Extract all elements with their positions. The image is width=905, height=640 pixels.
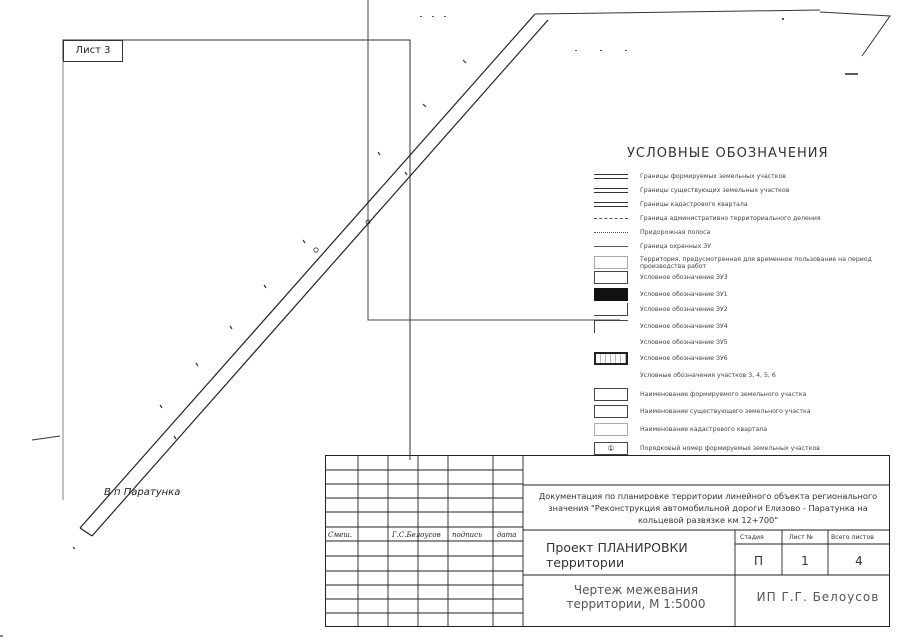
document-description: Документация по планировке территории ли… xyxy=(538,491,878,525)
drawing-title: Чертеж межевания территории, М 1:5000 xyxy=(566,583,706,611)
left-boundary xyxy=(31,435,61,441)
legend-symbol xyxy=(594,218,628,219)
legend-item: Границы кадастрового квартала xyxy=(594,198,894,212)
legend-item: Наименование кадастрового квартала xyxy=(594,423,894,437)
top-dots xyxy=(420,16,784,51)
author: ИП Г.Г. Белоусов xyxy=(756,590,880,604)
legend-symbol xyxy=(594,202,628,207)
legend-symbol xyxy=(594,288,628,301)
legend-label: Условное обозначение ЗУ1 xyxy=(640,291,728,298)
road-edge-1 xyxy=(79,13,536,529)
legend-title: УСЛОВНЫЕ ОБОЗНАЧЕНИЯ xyxy=(627,146,829,161)
legend-item: Границы существующих земельных участков xyxy=(594,184,894,198)
legend-symbol xyxy=(594,352,628,365)
road-upper-edge xyxy=(534,9,821,15)
legend-item: Условное обозначение ЗУ4 xyxy=(594,320,894,334)
project-title: Проект ПЛАНИРОВКИ территории xyxy=(546,540,688,570)
legend-symbol xyxy=(594,388,628,401)
legend-item: Условное обозначение ЗУ1 xyxy=(594,288,894,302)
quarter-boundary xyxy=(367,0,620,321)
legend-item: Условное обозначение ЗУ3 xyxy=(594,271,894,285)
legend-item: Территория, предусмотренная для временно… xyxy=(594,256,894,270)
legend-item: Условное обозначение ЗУ2 xyxy=(594,303,894,317)
signature-row-name: Г.С.Белоусов xyxy=(392,531,441,539)
legend-item: Граница охранных ЗУ xyxy=(594,240,894,254)
sheet-label: Лист 3 xyxy=(63,40,123,62)
legend-item: Граница административно территориального… xyxy=(594,212,894,226)
legend-label: Территория, предусмотренная для временно… xyxy=(640,256,872,270)
road-edge-2 xyxy=(91,19,549,537)
legend-symbol xyxy=(594,405,628,418)
sheet-number-header: Лист № xyxy=(789,534,814,541)
legend-label: Границы формируемых земельных участков xyxy=(640,173,786,180)
roadside-ticks xyxy=(0,59,467,637)
legend-label: Условные обозначения участков 3, 4, 5, 6 xyxy=(640,372,776,379)
legend-label: Границы кадастрового квартала xyxy=(640,201,748,208)
legend-symbol xyxy=(594,303,628,316)
legend-symbol xyxy=(594,271,628,284)
upper-corner-shape xyxy=(819,11,891,57)
legend-label: Условное обозначение ЗУ2 xyxy=(640,306,728,313)
legend-label: Условное обозначение ЗУ6 xyxy=(640,355,728,362)
stage-header: Стадия xyxy=(740,534,764,541)
legend-label: Граница охранных ЗУ xyxy=(640,243,712,250)
legend-label: Наименование существующего земельного уч… xyxy=(640,408,811,415)
legend-symbol xyxy=(594,188,628,193)
road-end xyxy=(79,527,93,537)
stage-value: П xyxy=(753,554,764,568)
legend-item: Границы формируемых земельных участков xyxy=(594,170,894,184)
legend-label: Границы существующих земельных участков xyxy=(640,187,790,194)
sheets-total-value: 4 xyxy=(855,554,863,568)
legend-item: Наименование формируемого земельного уча… xyxy=(594,388,894,402)
legend-item: Условное обозначение ЗУ5 xyxy=(594,336,894,350)
legend-symbol xyxy=(594,423,628,436)
settlement-label: В п Паратунка xyxy=(104,487,181,498)
legend-label: Условное обозначение ЗУ5 xyxy=(640,339,728,346)
legend-item: ① Порядковый номер формируемых земельных … xyxy=(594,442,894,456)
legend-label: Наименование кадастрового квартала xyxy=(640,426,768,433)
legend-label: Условное обозначение ЗУ3 xyxy=(640,274,728,281)
legend-label: Граница административно территориального… xyxy=(640,215,821,222)
legend-item: Условное обозначение ЗУ6 xyxy=(594,352,894,366)
legend-symbol xyxy=(594,320,628,333)
legend-item: Условные обозначения участков 3, 4, 5, 6 xyxy=(594,369,894,383)
legend-label: Условное обозначение ЗУ4 xyxy=(640,323,728,330)
legend-symbol xyxy=(594,256,628,269)
legend-label: Придорожная полоса xyxy=(640,229,711,236)
legend-item: Наименование существующего земельного уч… xyxy=(594,405,894,419)
signature-row-date: дата xyxy=(497,531,517,539)
sheet-number-value: 1 xyxy=(801,554,809,568)
legend-label: Наименование формируемого земельного уча… xyxy=(640,391,807,398)
legend-symbol xyxy=(594,246,628,247)
survey-point xyxy=(313,247,319,253)
signature-row-role: Смеш. xyxy=(328,531,353,539)
legend-symbol xyxy=(594,232,628,233)
legend-symbol: ① xyxy=(594,442,628,455)
legend-label: Порядковый номер формируемых земельных у… xyxy=(640,445,820,452)
survey-point-2 xyxy=(365,219,371,225)
legend-symbol xyxy=(594,174,628,179)
signature-row-sign: подпись xyxy=(452,531,482,539)
sheets-total-header: Всего листов xyxy=(831,534,874,541)
legend-item: Придорожная полоса xyxy=(594,226,894,240)
